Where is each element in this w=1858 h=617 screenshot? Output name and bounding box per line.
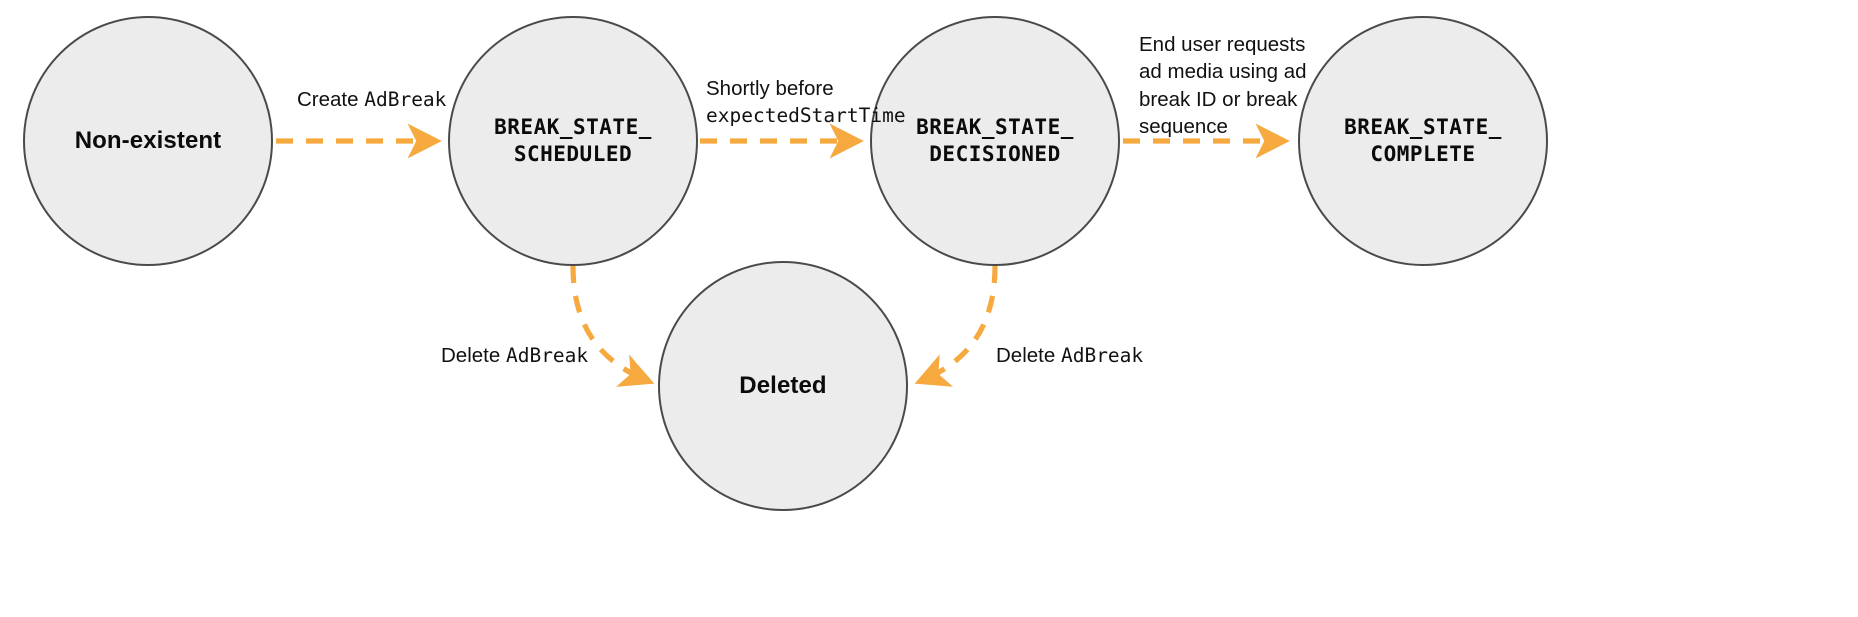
node-label-non-existent: Non-existent xyxy=(74,127,222,155)
node-label-break-state-scheduled: BREAK_STATE_ SCHEDULED xyxy=(494,114,652,166)
node-label-deleted: Deleted xyxy=(739,372,827,400)
edge-delete-adbreak-from-decisioned xyxy=(914,265,998,387)
node-break-state-scheduled[interactable]: BREAK_STATE_ SCHEDULED xyxy=(448,16,698,266)
node-break-state-decisioned[interactable]: BREAK_STATE_ DECISIONED xyxy=(870,16,1120,266)
node-label-break-state-decisioned: BREAK_STATE_ DECISIONED xyxy=(916,114,1074,166)
node-deleted[interactable]: Deleted xyxy=(658,261,908,511)
node-label-break-state-complete: BREAK_STATE_ COMPLETE xyxy=(1344,114,1502,166)
node-non-existent[interactable]: Non-existent xyxy=(23,16,273,266)
edge-delete-adbreak-from-scheduled xyxy=(570,265,655,387)
node-break-state-complete[interactable]: BREAK_STATE_ COMPLETE xyxy=(1298,16,1548,266)
